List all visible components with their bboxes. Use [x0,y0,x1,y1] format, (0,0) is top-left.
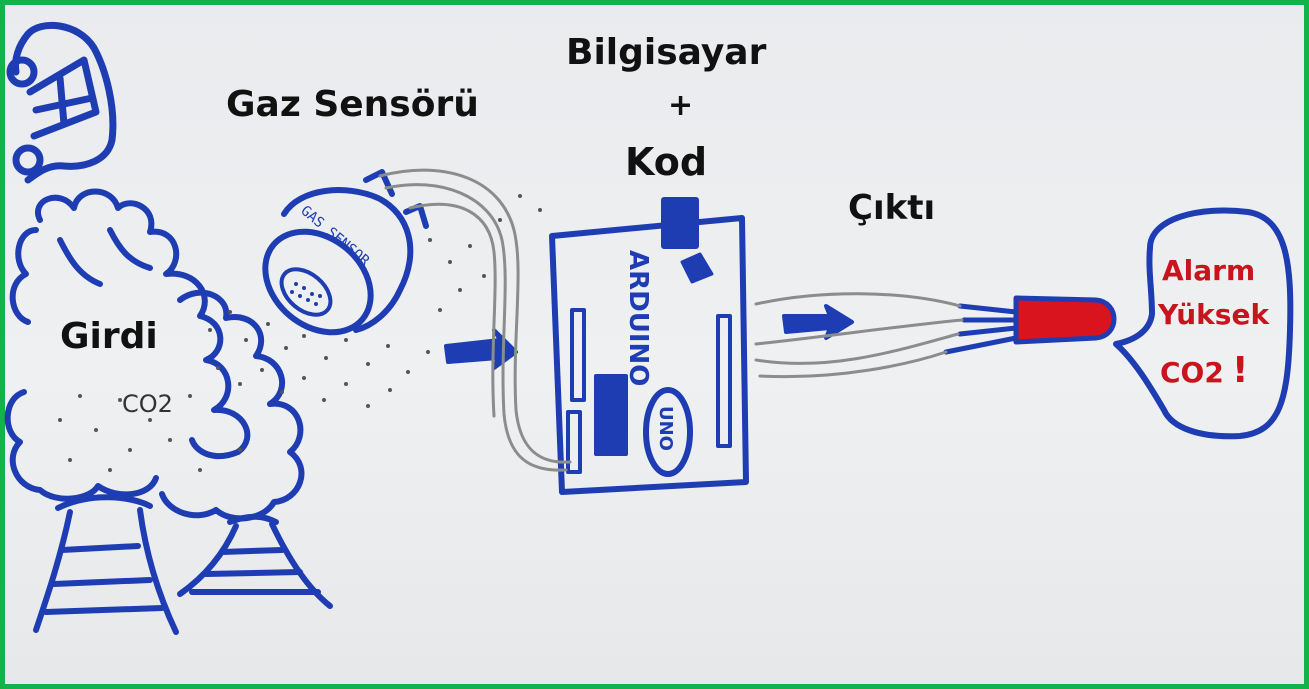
led-wires [756,294,962,377]
arrow-input [446,330,516,368]
gas-sensor-label: Gaz Sensörü [226,84,479,125]
input-label: Girdi [60,316,158,357]
chimney-left [36,497,176,632]
sensor-wires [380,170,570,470]
computer-label: Bilgisayar [566,32,766,73]
sensor-text: GAS SENSOR [297,203,372,270]
chimney-right [180,517,330,606]
co2-smoke-label: CO2 [122,390,173,418]
code-label: Kod [625,140,707,184]
car-icon [10,25,113,180]
alarm-line-3: CO2 [1160,356,1224,389]
led-bulb [946,298,1114,352]
alarm-line-1: Alarm [1162,254,1255,287]
alarm-mark: ! [1232,350,1248,391]
alarm-line-2: Yüksek [1158,298,1269,331]
sensor-grill [273,260,339,324]
arduino-text: ARDUINO [623,250,653,386]
uno-text: UNO [655,406,676,451]
gas-sensor-drawing [245,172,426,353]
output-label: Çıktı [848,188,935,228]
plus-label: + [668,88,693,123]
